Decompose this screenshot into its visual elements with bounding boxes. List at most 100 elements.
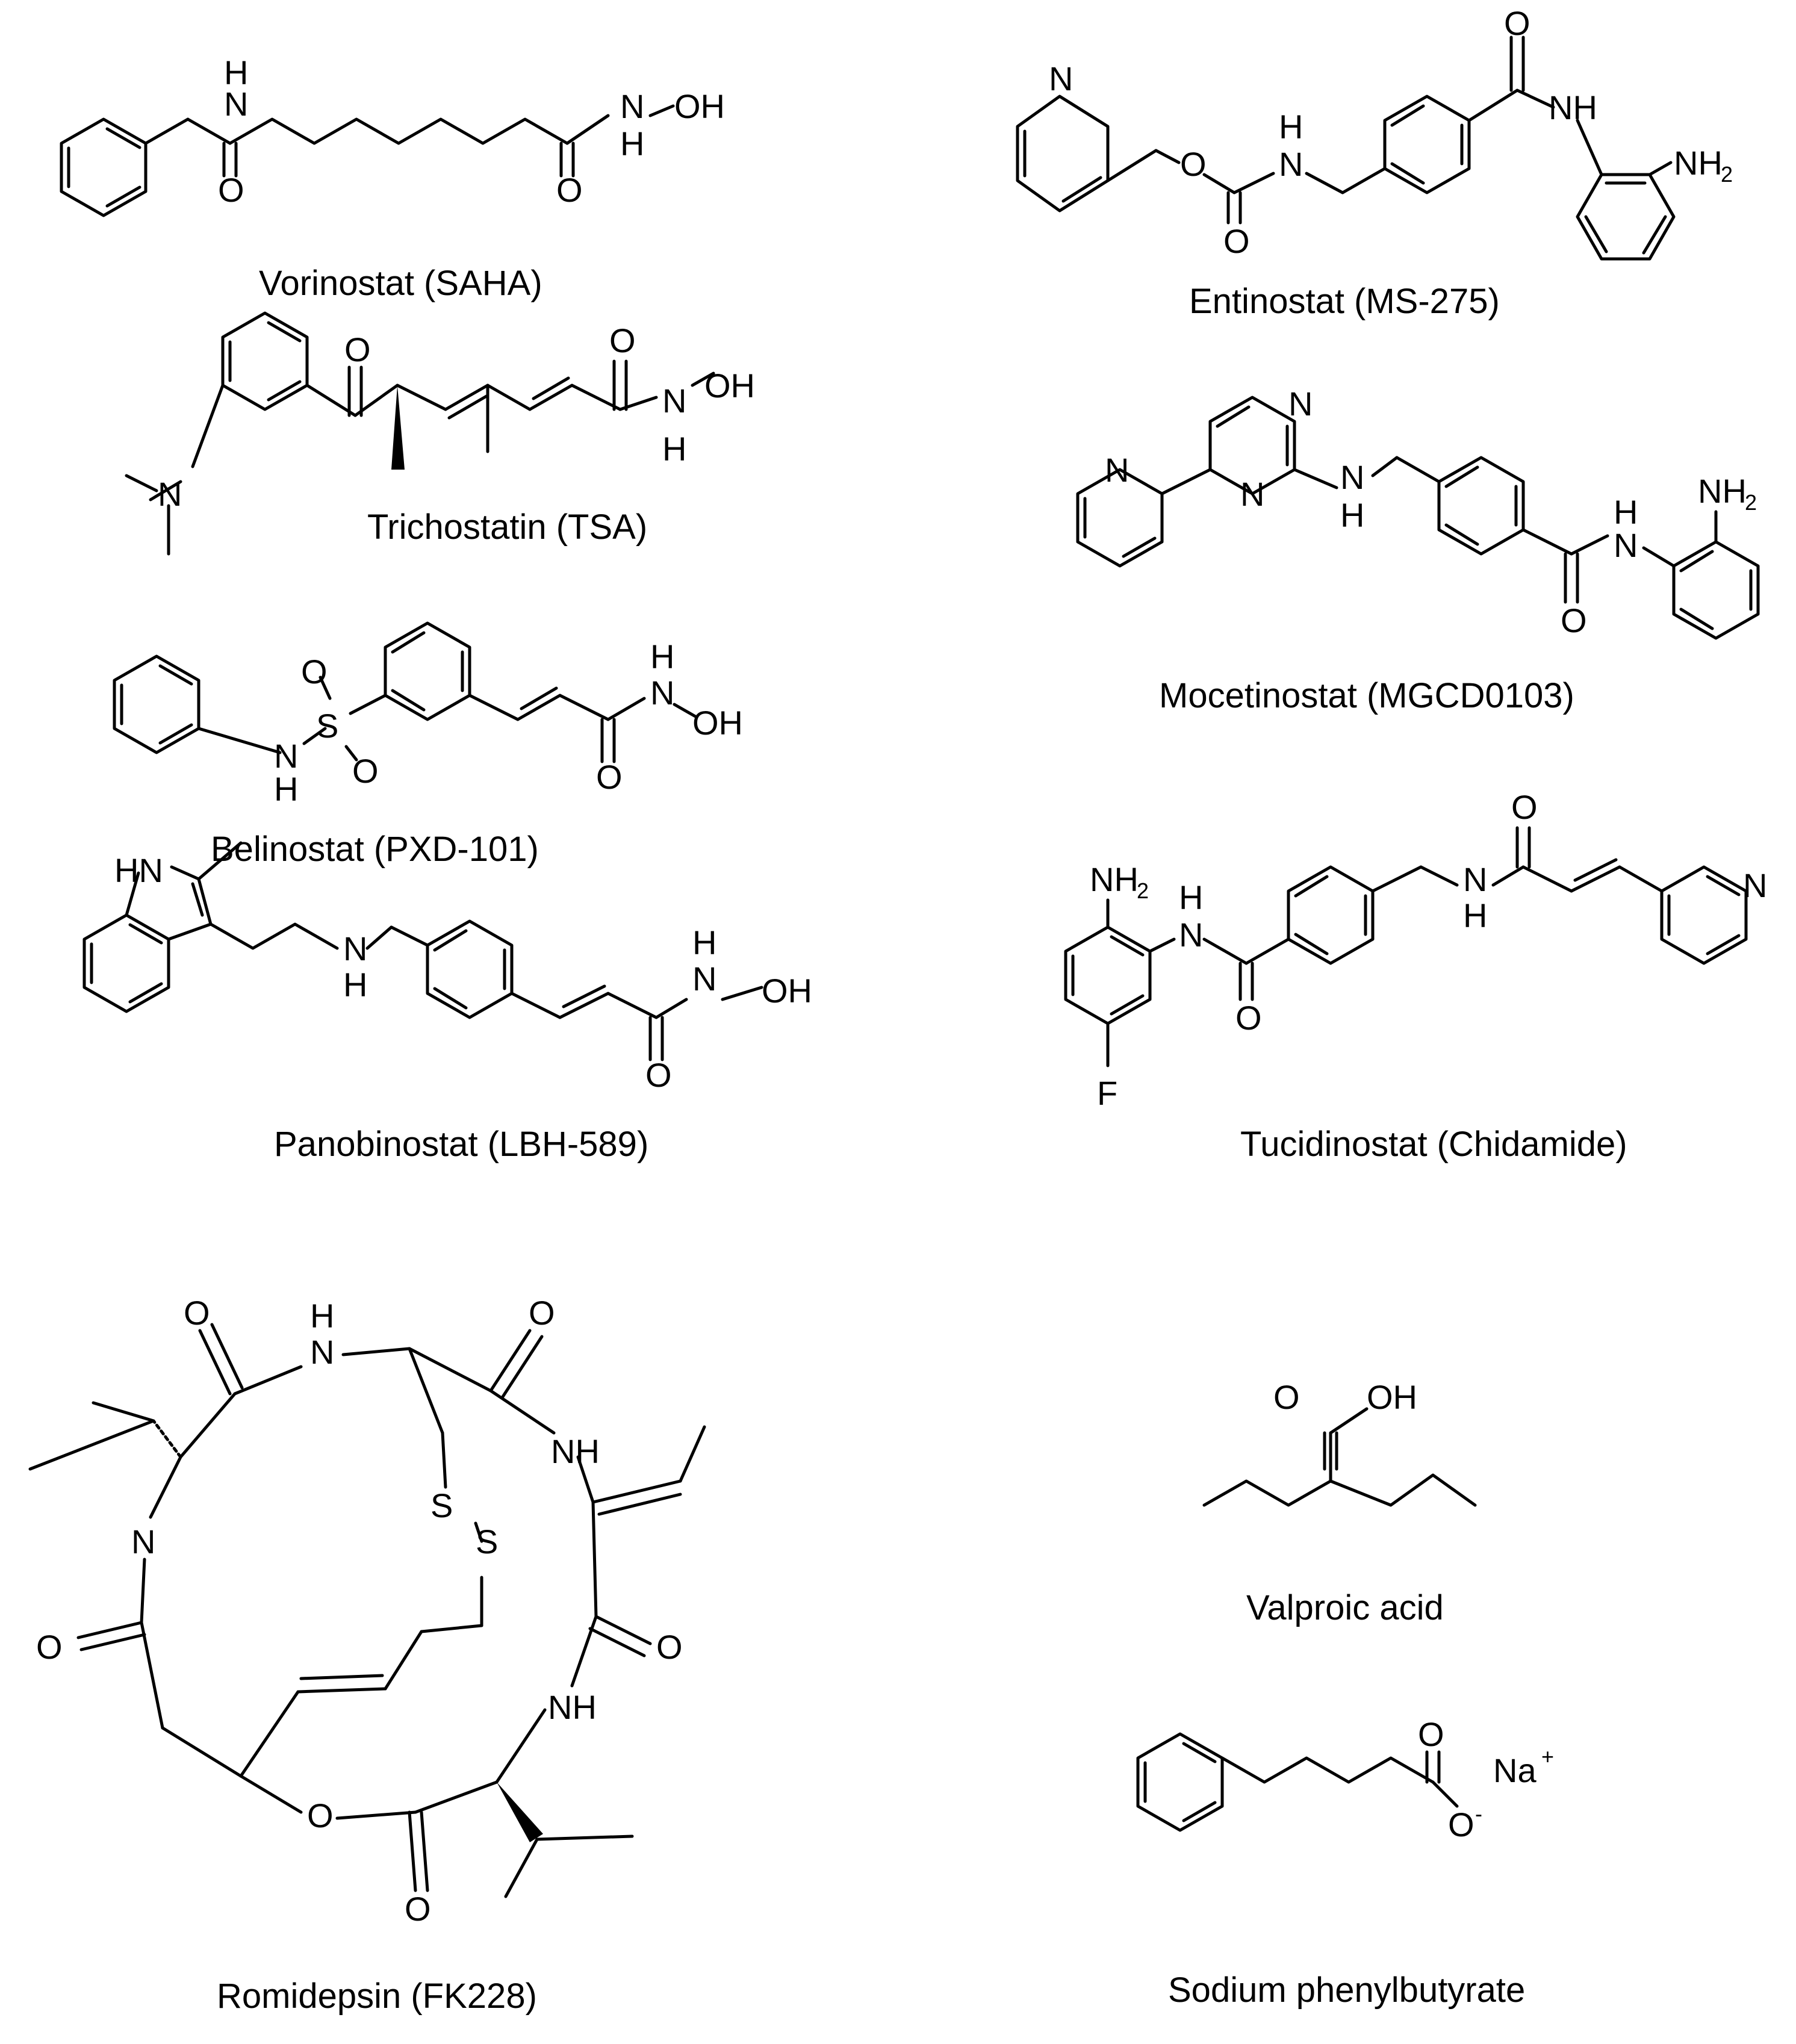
atom-label: O — [1273, 1378, 1300, 1416]
benzene-ring — [1383, 95, 1471, 194]
atom-label: N — [1179, 916, 1203, 954]
atom-label: H — [310, 1297, 334, 1335]
benzene-ring — [60, 117, 148, 217]
atom-label: F — [1097, 1074, 1117, 1112]
charge-minus: - — [1475, 1801, 1482, 1826]
vorinostat-structure: H N O O N OH H Vorinostat (SAHA) — [60, 54, 725, 303]
atom-label: O — [307, 1797, 334, 1834]
aniline-ring — [1672, 540, 1760, 640]
valproic-acid-structure: O OH Valproic acid — [1202, 1378, 1477, 1627]
atom-label: OH — [692, 704, 743, 742]
atom-label: N — [1614, 526, 1638, 564]
atom-label: O — [405, 1890, 431, 1928]
atom-label: N — [310, 1333, 334, 1371]
atom-label: O — [1448, 1806, 1474, 1844]
atom-label: N — [1279, 145, 1303, 183]
atom-label: O — [1561, 601, 1587, 639]
atom-label: OH — [762, 972, 812, 1010]
pyridine-ring — [1016, 95, 1110, 213]
atom-label: S — [476, 1523, 498, 1561]
caption-entinostat: Entinostat (MS-275) — [1189, 282, 1500, 321]
atom-label: O — [352, 752, 379, 790]
atom-label: OH — [704, 367, 755, 405]
atom-label: O — [36, 1628, 63, 1666]
mocetinostat-structure: N N N N H H N O NH 2 Mocetinostat (MGCD0… — [1076, 385, 1760, 715]
atom-label: N — [131, 1523, 155, 1561]
atom-label: N — [1105, 451, 1129, 489]
atom-label: N — [620, 87, 644, 125]
benzene-ring — [1136, 1732, 1224, 1832]
benzene-ring — [113, 654, 200, 754]
atom-label: H — [662, 430, 686, 468]
charge-plus: + — [1541, 1744, 1554, 1769]
subscript: 2 — [1721, 162, 1733, 187]
atom-label: H — [1179, 878, 1203, 916]
tucidinostat-structure: NH 2 H N O F N H O N Tucidinostat (Chida… — [1064, 788, 1767, 1164]
atom-label: N — [650, 674, 674, 712]
caption-valproic: Valproic acid — [1246, 1588, 1444, 1627]
atom-label: N — [224, 85, 248, 123]
atom-label: H — [343, 966, 367, 1004]
caption-belinostat: Belinostat (PXD-101) — [211, 830, 539, 869]
atom-label: NH — [1698, 472, 1747, 510]
atom-label: H — [650, 638, 674, 676]
atom-label: O — [1511, 788, 1538, 826]
sodium-phenylbutyrate-structure: O O - Na + Sodium phenylbutyrate — [1136, 1715, 1554, 2010]
atom-label: NH — [548, 1688, 597, 1726]
panobinostat-structure: HN N H H N OH O Panobinostat (LBH-589) — [82, 841, 812, 1164]
aniline-ring — [1576, 173, 1676, 261]
subscript: 2 — [1137, 878, 1149, 903]
atom-label: N — [1463, 860, 1487, 898]
atom-label: N — [274, 737, 298, 775]
caption-panobinostat: Panobinostat (LBH-589) — [274, 1125, 648, 1164]
atom-label: NH — [1090, 860, 1139, 898]
atom-label: O — [301, 653, 328, 691]
atom-label: OH — [674, 87, 725, 125]
indole — [82, 841, 243, 1013]
atom-label: H — [224, 54, 248, 92]
benzene-ring — [426, 919, 514, 1019]
atom-label: H — [1463, 896, 1487, 934]
atom-label: N — [343, 930, 367, 968]
entinostat-structure: N O O H N O NH NH 2 Entinostat (MS-275) — [1016, 4, 1733, 321]
atom-label: O — [1504, 4, 1530, 42]
atom-label: N — [1288, 385, 1313, 423]
romidepsin-structure: O H N O NH S S N O O NH O O Romidepsin (… — [28, 1294, 706, 2016]
atom-label: H — [620, 125, 644, 163]
atom-label: N — [1240, 475, 1264, 513]
atom-label: O — [1223, 222, 1250, 260]
pyrimidine-ring — [1208, 396, 1296, 495]
atom-label: O — [1235, 999, 1262, 1037]
caption-mocetinostat: Mocetinostat (MGCD0103) — [1159, 676, 1574, 715]
atom-label: O — [344, 331, 371, 368]
atom-label: H — [1614, 493, 1638, 531]
benzene-ring — [1287, 865, 1375, 965]
pyridine-ring — [1660, 865, 1748, 965]
atom-label: O — [656, 1628, 683, 1666]
atom-label: H — [692, 924, 716, 961]
atom-label: O — [645, 1056, 672, 1094]
subscript: 2 — [1745, 490, 1757, 515]
atom-label: N — [1049, 60, 1073, 98]
belinostat-structure: N H S O O H N OH O Belinostat (PXD-101) — [113, 621, 743, 869]
atom-label: S — [430, 1486, 453, 1524]
atom-label: HN — [114, 851, 163, 889]
caption-vorinostat: Vorinostat (SAHA) — [259, 264, 542, 303]
fluoroaniline-ring — [1064, 925, 1152, 1025]
atom-label: OH — [1367, 1378, 1417, 1416]
atom-label: O — [218, 171, 244, 209]
atom-label: H — [274, 770, 298, 808]
atom-label: O — [1418, 1715, 1444, 1753]
benzene-ring — [221, 311, 309, 411]
atom-label: N — [1743, 866, 1767, 904]
caption-tucidinostat: Tucidinostat (Chidamide) — [1240, 1125, 1627, 1164]
atom-label: O — [529, 1294, 555, 1332]
atom-label: Na — [1493, 1751, 1537, 1789]
atom-label: NH — [551, 1432, 600, 1470]
atom-label: O — [556, 171, 583, 209]
atom-label: O — [609, 322, 636, 359]
caption-phenylbutyrate: Sodium phenylbutyrate — [1168, 1971, 1525, 2010]
atom-label: H — [1279, 108, 1303, 146]
trichostatin-structure: O N O N OH H Trichostatin (TSA) — [125, 311, 755, 556]
